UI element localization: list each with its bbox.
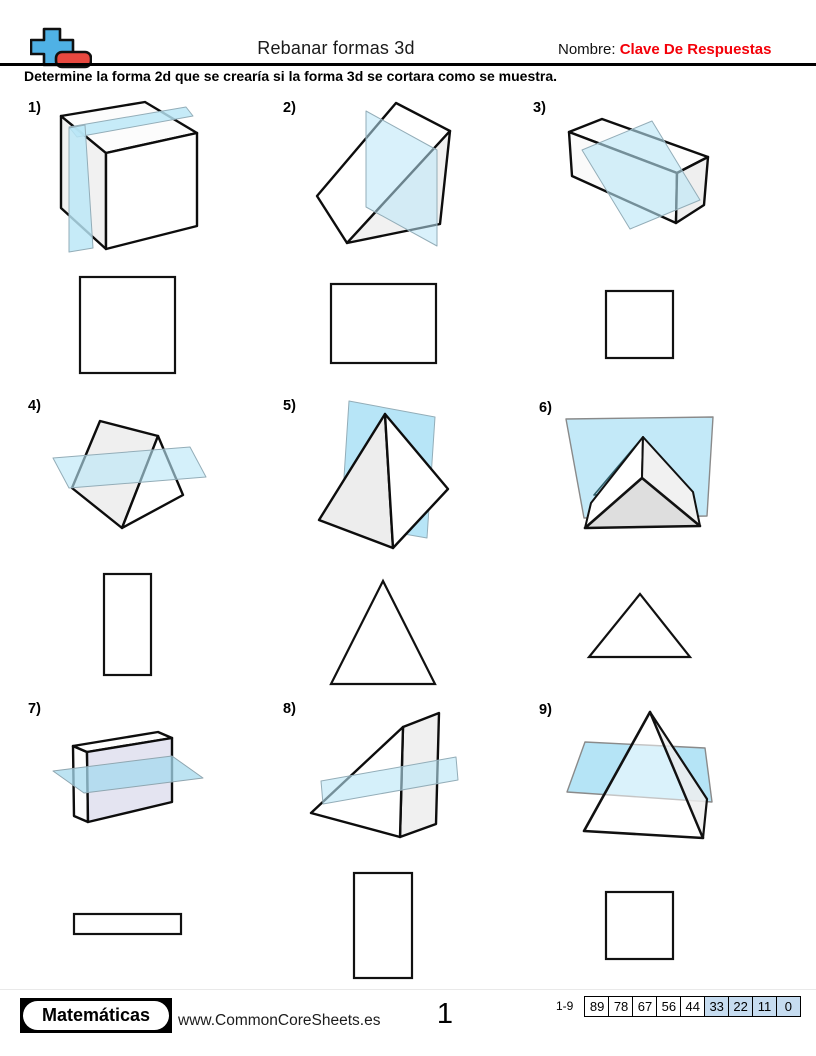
problem-1-label: 1) [28, 100, 41, 116]
figure-upright-prism-horizontal-slice [309, 711, 459, 839]
prism-front-triangle [583, 476, 702, 530]
footer-hairline [0, 989, 816, 990]
problem-4-label: 4) [28, 398, 41, 414]
figure-thin-box-horizontal-slice [52, 730, 204, 824]
header-divider [0, 63, 816, 66]
score-cell-0: 0 [775, 996, 802, 1017]
answer-shape-tall-rectangle-8 [352, 871, 414, 980]
answer-shape-thin-rectangle-7 [72, 912, 183, 936]
cube-front-face [104, 131, 199, 251]
score-cell-78: 78 [608, 996, 634, 1017]
score-cell-44: 44 [680, 996, 706, 1017]
page-number: 1 [436, 998, 454, 1030]
slice-plane [365, 110, 438, 247]
problem-9-label: 9) [539, 702, 552, 718]
page-title: Rebanar formas 3d [257, 38, 415, 58]
figure-pyramid-vertical-slice [317, 400, 450, 550]
answer-shape-square-9 [604, 890, 675, 961]
figure-tent-prism-horizontal-slice [52, 419, 207, 530]
brand-name: Matemáticas [23, 1001, 169, 1030]
score-cell-67: 67 [632, 996, 658, 1017]
score-cell-22: 22 [727, 996, 754, 1017]
problem-8-label: 8) [283, 701, 296, 717]
score-cell-33: 33 [703, 996, 730, 1017]
pyramid-right-face [383, 412, 450, 550]
slice-plane [52, 446, 207, 489]
pyramid-right-face [648, 710, 709, 840]
score-range-label: 1-9 [556, 999, 574, 1013]
instruction-text: Determine la forma 2d que se crearía si … [24, 68, 558, 84]
figure-tilted-prism-vertical-slice [315, 101, 452, 247]
problem-7-label: 7) [28, 701, 41, 717]
answer-shape-square-1 [78, 275, 177, 375]
website-link[interactable]: www.CommonCoreSheets.es [178, 1012, 381, 1029]
answer-shape-square-3 [604, 289, 675, 360]
problem-5-label: 5) [283, 398, 296, 414]
name-label: Nombre: [558, 41, 616, 58]
answer-shape-rectangle-2 [329, 282, 438, 365]
slice-plane [581, 120, 701, 230]
score-cell-56: 56 [656, 996, 682, 1017]
answer-shape-tall-rectangle-4 [102, 572, 153, 677]
slice-plane [68, 106, 194, 253]
problem-2-label: 2) [283, 100, 296, 116]
answer-key-value: Clave De Respuestas [619, 41, 772, 58]
figure-box-perpendicular-slice [567, 117, 710, 230]
score-cell-89: 89 [584, 996, 610, 1017]
figure-prism-parallel-slice [565, 416, 714, 530]
answer-shape-wide-triangle-6 [586, 592, 693, 659]
name-row: Nombre: Clave De Respuestas [558, 41, 771, 58]
brand-logo: Matemáticas [20, 998, 172, 1033]
problem-6-label: 6) [539, 400, 552, 416]
score-cell-11: 11 [751, 996, 778, 1017]
problem-3-label: 3) [533, 100, 546, 116]
slice-plane [320, 756, 459, 805]
slice-plane [52, 755, 204, 794]
figure-cube-vertical-slice [59, 100, 199, 253]
figure-pyramid-horizontal-slice [566, 710, 713, 840]
slice-plane-side-strip [68, 124, 94, 253]
answer-shape-triangle-5 [329, 578, 437, 686]
